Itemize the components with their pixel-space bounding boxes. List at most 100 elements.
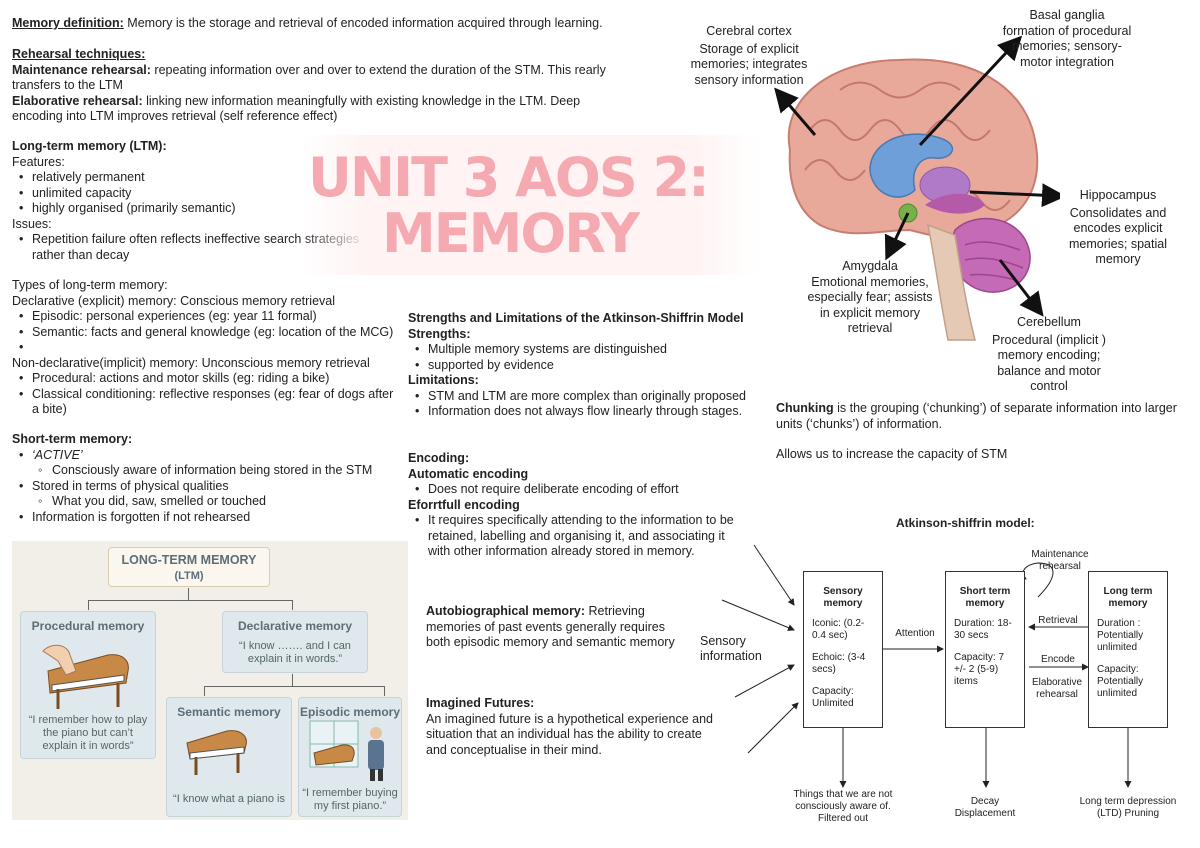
maintenance-label: Maintenance rehearsal [1031, 549, 1089, 572]
cortex-title: Cerebral cortex [706, 24, 792, 38]
basal-title: Basal ganglia [1029, 8, 1105, 22]
piano-hand-icon [42, 644, 129, 709]
list-item: Information does not always flow linearl… [408, 404, 758, 420]
atkinson-connectors [721, 544, 1132, 788]
sensory-capacity: Capacity: Unlimited [812, 686, 854, 709]
episodic-title: Episodic memory [299, 705, 401, 719]
list-item: unlimited capacity [12, 186, 372, 202]
stm-box: Short term memory Duration: 18-30 secs C… [945, 571, 1025, 728]
stm-sublist-2: What you did, saw, smelled or touched [12, 494, 397, 510]
strengths-heading: Strengths and Limitations of the Atkinso… [408, 311, 744, 325]
encoding-section: Encoding: Automatic encoding Does not re… [408, 451, 748, 560]
title-banner: UNIT 3 AOS 2: MEMORY [300, 135, 760, 275]
limitations-label: Limitations: [408, 373, 479, 387]
procedural-quote: “I remember how to play the piano but ca… [28, 714, 148, 752]
amygdala-title: Amygdala [842, 259, 898, 273]
ltm-box: Long term memory Duration : Potentially … [1088, 571, 1168, 728]
ltm-diagram: LONG-TERM MEMORY (LTM) Procedural memory… [12, 541, 408, 820]
list-item: ‘ACTIVE’ [12, 448, 397, 464]
basal-ganglia-shape [869, 133, 954, 198]
atkinson-title: Atkinson-shiffrin model: [896, 516, 1035, 530]
encoding-heading: Encoding: [408, 451, 470, 465]
stm-section: Short-term memory: ‘ACTIVE’ Consciously … [12, 432, 397, 525]
list-item [12, 340, 397, 356]
strengths-section: Strengths and Limitations of the Atkinso… [408, 311, 758, 420]
ltm-features-label: Features: [12, 154, 65, 169]
cortex-desc: Storage of explicit memories; integrates… [690, 41, 808, 87]
list-item: Does not require deliberate encoding of … [408, 482, 748, 498]
declarative-box: Declarative memory “I know ……. and I can… [222, 611, 368, 673]
connector [292, 674, 293, 686]
semantic-box: Semantic memory [166, 697, 292, 817]
episodic-quote: “I remember buying my first piano.” [302, 787, 398, 812]
ltm-root-box: LONG-TERM MEMORY (LTM) [108, 547, 270, 587]
page-title-line2: MEMORY [382, 202, 640, 265]
automatic-list: Does not require deliberate encoding of … [408, 482, 748, 498]
list-item: Classical conditioning: reflective respo… [12, 387, 397, 418]
hippo-desc: Consolidates and encodes explicit memori… [1069, 205, 1167, 267]
elaborative-label: Elaborative rehearsal [1031, 677, 1083, 700]
chunking-text-block: Chunking is the grouping (‘chunking’) of… [776, 401, 1186, 432]
list-item: relatively permanent [12, 170, 372, 186]
amygdala-label: Amygdala Emotional memories, especially … [804, 259, 936, 337]
stm-list-3: Information is forgotten if not rehearse… [12, 510, 397, 526]
nondeclarative-list: Procedural: actions and motor skills (eg… [12, 371, 397, 418]
elaborative-text: linking new information meaningfully wit… [12, 93, 581, 124]
list-item: STM and LTM are more complex than origin… [408, 389, 758, 405]
sensory-memory-box: Sensory memory Iconic: (0.2-0.4 sec) Ech… [803, 571, 883, 728]
declarative-title: Declarative memory [237, 619, 353, 633]
list-item: Repetition failure often reflects ineffe… [12, 232, 372, 263]
strengths-label: Strengths: [408, 326, 471, 341]
left-column: Memory definition: Memory is the storage… [12, 16, 632, 125]
ltm-duration: Duration : Potentially unlimited [1097, 618, 1144, 653]
cerebellum-desc: Procedural (implicit ) memory encoding; … [992, 332, 1106, 394]
sensory-output-label: Things that we are not consciously aware… [793, 789, 893, 824]
maintenance-text: repeating information over and over to e… [12, 62, 606, 93]
ltm-section: Long-term memory (LTM): Features: relati… [12, 139, 372, 263]
ltm-root-title: LONG-TERM MEMORY [121, 553, 257, 567]
brain-illustration [774, 35, 1060, 341]
cortex-label: Cerebral cortex Storage of explicit memo… [688, 24, 810, 88]
connector [384, 686, 385, 696]
sensory-information-label: Sensory information [700, 634, 762, 663]
stm-heading: Short-term memory: [12, 432, 133, 446]
stm-list: ‘ACTIVE’ [12, 448, 397, 464]
list-item: supported by evidence [408, 358, 758, 374]
semantic-quote: “I know what a piano is [173, 793, 285, 805]
ltm-features-list: relatively permanent unlimited capacity … [12, 170, 372, 217]
ltm-issues-label: Issues: [12, 216, 52, 231]
hippocampus-shape [925, 193, 985, 214]
cerebellum-label: Cerebellum Procedural (implicit ) memory… [990, 315, 1108, 395]
stm-list-2: Stored in terms of physical qualities [12, 479, 397, 495]
chunking-text: is the grouping (‘chunking’) of separate… [776, 401, 1177, 431]
memory-definition-label: Memory definition: [12, 16, 124, 30]
list-item: What you did, saw, smelled or touched [12, 494, 397, 510]
list-item: Episodic: personal experiences (eg: year… [12, 309, 397, 325]
list-item: Stored in terms of physical qualities [12, 479, 397, 495]
imagined-heading: Imagined Futures: [426, 696, 535, 710]
connector [292, 600, 293, 610]
stm-title: Short term memory [959, 586, 1011, 609]
chunking-text2: Allows us to increase the capacity of ST… [776, 447, 1008, 461]
memory-definition: Memory definition: Memory is the storage… [12, 16, 632, 47]
chunking-label: Chunking [776, 401, 834, 415]
page-title-line1: UNIT 3 AOS 2: [308, 146, 710, 209]
maintenance-rehearsal: Maintenance rehearsal: repeating informa… [12, 63, 632, 94]
connector [204, 686, 205, 696]
declarative-heading: Declarative (explicit) memory: Conscious… [12, 293, 335, 308]
hippo-title: Hippocampus [1079, 188, 1157, 202]
chunking-section: Chunking is the grouping (‘chunking’) of… [776, 401, 1186, 463]
stm-output-label: Decay Displacement [954, 796, 1016, 819]
retrieval-label: Retrieval [1038, 615, 1078, 626]
automatic-encoding-label: Automatic encoding [408, 466, 529, 481]
maintenance-label: Maintenance rehearsal: [12, 62, 151, 77]
types-heading: Types of long-term memory: [12, 278, 168, 292]
autobiographical-text: Retrieving memories of past events gener… [426, 604, 675, 649]
nondeclarative-heading: Non-declarative(implicit) memory: Uncons… [12, 355, 370, 370]
attention-label: Attention [895, 628, 935, 639]
autobiographical-text-block: Autobiographical memory: Retrieving memo… [426, 604, 686, 651]
list-item: Procedural: actions and motor skills (eg… [12, 371, 397, 387]
list-item: highly organised (primarily semantic) [12, 201, 372, 217]
elaborative-rehearsal: Elaborative rehearsal: linking new infor… [12, 94, 632, 125]
strengths-list: Multiple memory systems are distinguishe… [408, 342, 758, 373]
